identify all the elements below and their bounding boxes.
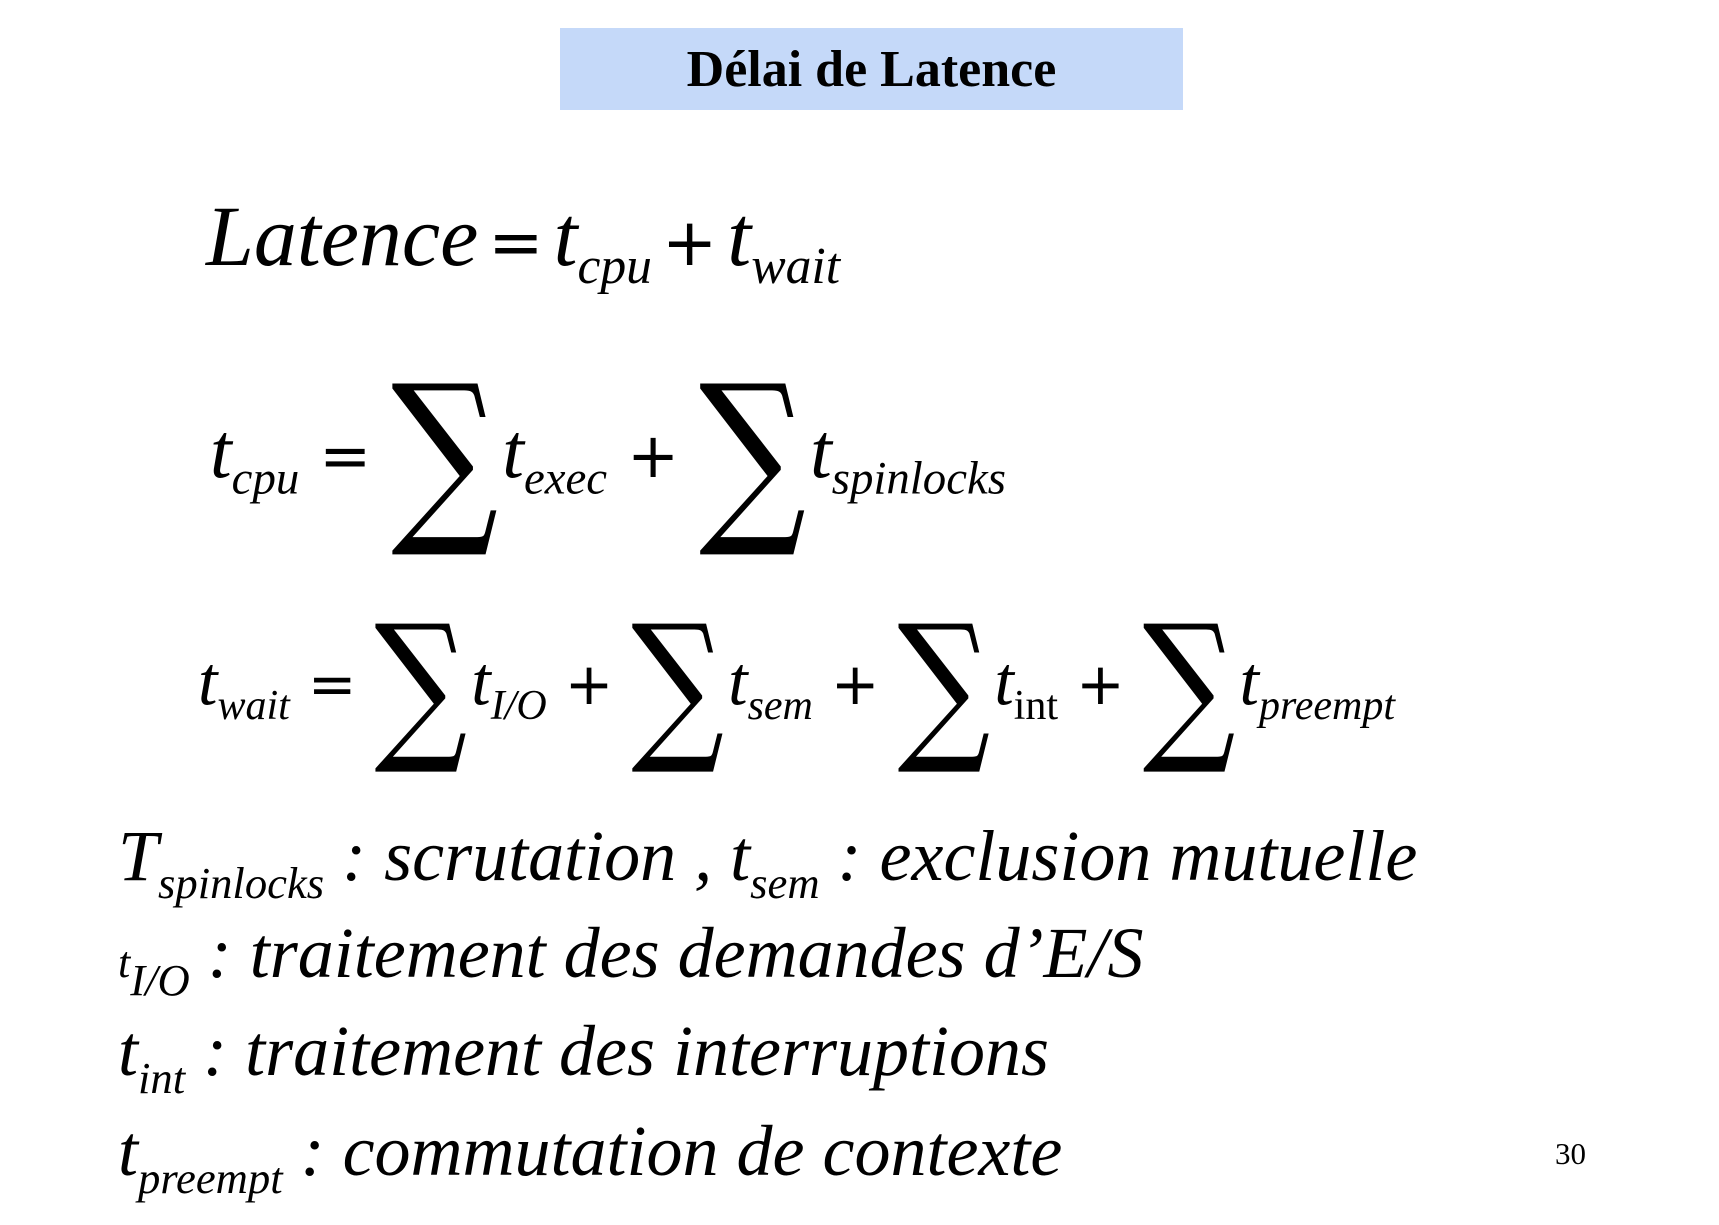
eq2-sub-exec: exec [523, 452, 608, 505]
def2-text: : traitement des demandes d’E/S [189, 913, 1144, 993]
def1-sub2: sem [750, 857, 820, 908]
eq3-sub-preempt: preempt [1258, 683, 1396, 730]
eq3-sub-int: int [1013, 683, 1059, 730]
eq2-t-exec: t [502, 407, 524, 494]
eq1-plus: + [661, 204, 718, 281]
eq3-t-io: t [471, 643, 491, 721]
eq2-plus: + [627, 419, 680, 492]
eq3-t-sem: t [728, 643, 748, 721]
def4-text: : commutation de contexte [282, 1111, 1063, 1191]
slide-title-box: Délai de Latence [560, 28, 1183, 110]
eq3-lhs: t [198, 643, 218, 721]
eq1-t-cpu: t [553, 188, 578, 284]
definition-preempt: tpreempt : commutation de contexte [118, 1110, 1063, 1200]
eq2-lhs-sub: cpu [231, 452, 300, 505]
eq1-sub-wait: wait [751, 238, 841, 296]
eq3-equals: = [307, 650, 357, 719]
sum-symbol: ∑ [699, 345, 807, 564]
eq2-t-spinlocks: t [810, 407, 832, 494]
def2-var: t [118, 938, 131, 987]
definition-spinlocks-sem: Tspinlocks : scrutation , tsem : exclusi… [118, 815, 1418, 905]
eq3-sub-io: I/O [490, 683, 547, 730]
def2-sub: I/O [130, 954, 190, 1005]
sum-symbol: ∑ [631, 589, 725, 780]
eq3-t-int: t [994, 643, 1014, 721]
equation-latence: Latence=tcpu+twait [206, 186, 840, 292]
def3-var: t [118, 1011, 139, 1091]
sum-symbol: ∑ [374, 589, 468, 780]
def1-text2: : exclusion mutuelle [819, 816, 1418, 896]
eq2-lhs: t [210, 407, 232, 494]
definition-int: tint : traitement des interruptions [118, 1010, 1050, 1100]
def1-var2: t [730, 816, 751, 896]
eq3-plus: + [564, 650, 614, 719]
def1-text: : scrutation , [324, 816, 731, 896]
def4-sub: preempt [138, 1152, 283, 1203]
sum-symbol: ∑ [897, 589, 991, 780]
def3-text: : traitement des interruptions [185, 1011, 1050, 1091]
eq1-equals: = [488, 204, 544, 281]
eq1-t-wait: t [727, 188, 752, 284]
def4-var: t [118, 1111, 139, 1191]
eq2-equals: = [319, 419, 372, 492]
definition-io: tI/O : traitement des demandes d’E/S [118, 912, 1144, 1002]
eq2-sub-spinlocks: spinlocks [831, 452, 1006, 505]
def1-var: T [118, 816, 159, 896]
eq3-plus: + [830, 650, 880, 719]
equation-t-wait: twait=∑tI/O+∑tsem+∑tint+∑tpreempt [198, 589, 1396, 779]
slide-title: Délai de Latence [686, 40, 1057, 98]
equation-t-cpu: tcpu=∑texec+∑tspinlocks [210, 346, 1006, 564]
def3-sub: int [138, 1052, 186, 1103]
sum-symbol: ∑ [391, 345, 499, 564]
sum-symbol: ∑ [1142, 589, 1236, 780]
eq3-lhs-sub: wait [217, 683, 290, 730]
eq3-t-preempt: t [1239, 643, 1259, 721]
eq3-plus: + [1076, 650, 1125, 719]
eq1-sub-cpu: cpu [577, 238, 652, 296]
page-number: 30 [1555, 1136, 1586, 1171]
eq3-sub-sem: sem [747, 683, 813, 730]
def1-sub: spinlocks [158, 857, 325, 908]
eq1-lhs: Latence [206, 188, 479, 284]
